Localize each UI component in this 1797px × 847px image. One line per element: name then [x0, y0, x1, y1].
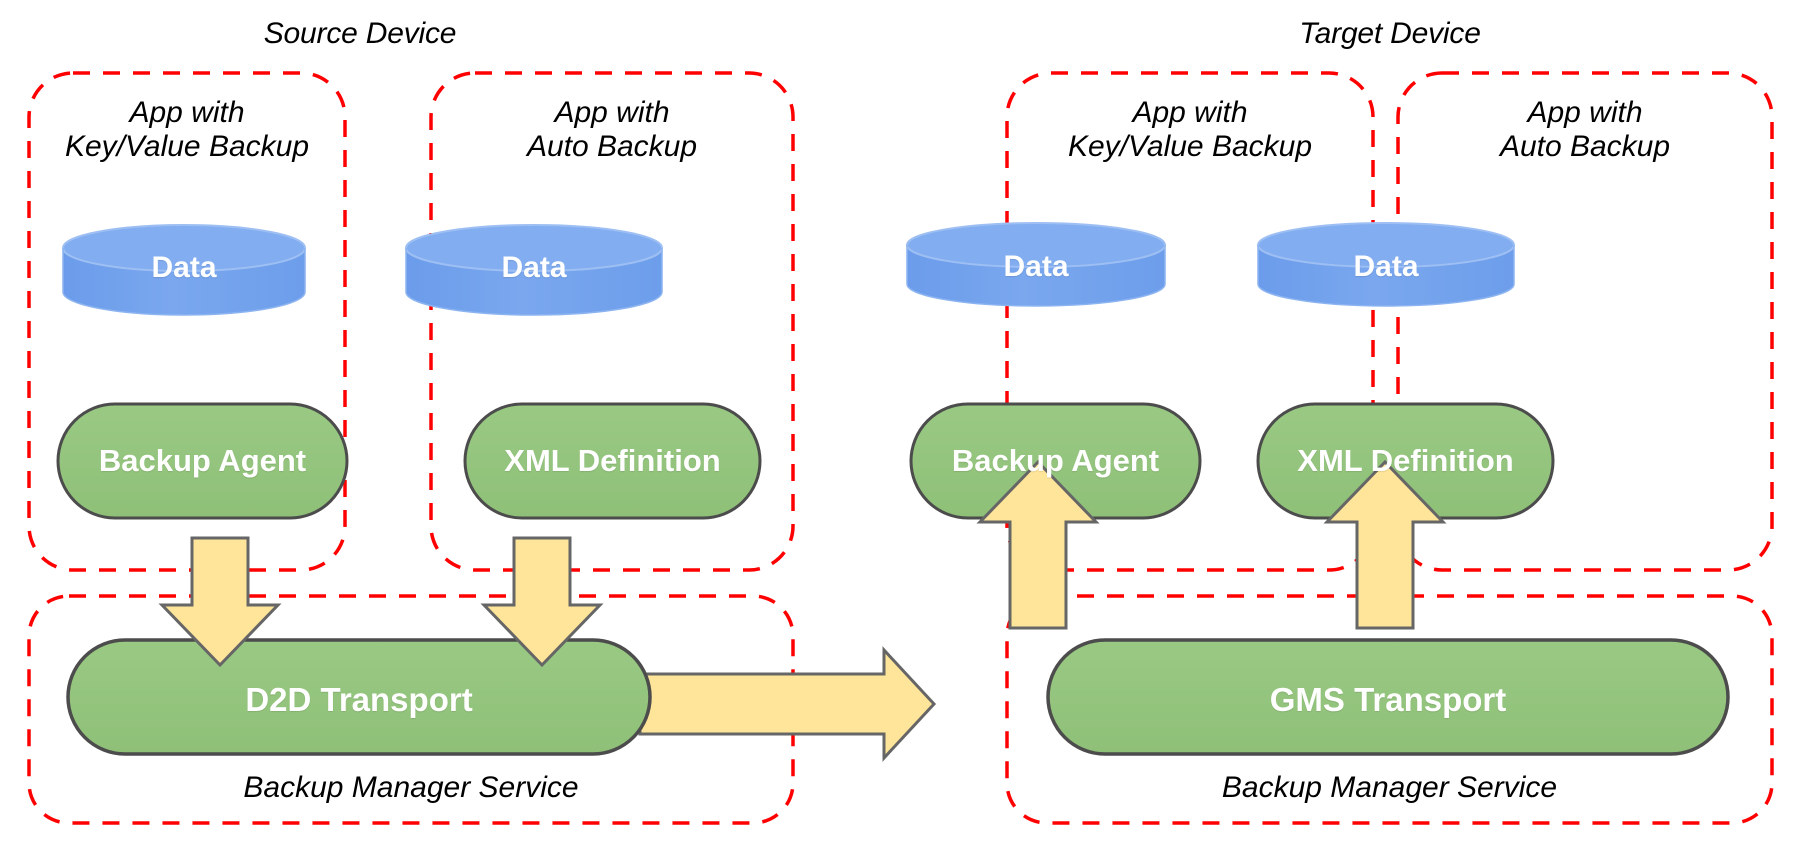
pill-source-xml-definition[interactable] — [463, 402, 762, 520]
panel-title-target-auto: App with Auto Backup — [1499, 96, 1671, 163]
pill-gms-transport[interactable] — [1046, 638, 1730, 756]
device-title-source: Source Device — [263, 17, 457, 50]
arrow-down-icon-source-kv — [158, 536, 282, 668]
panel-target-auto — [1396, 71, 1774, 572]
panel-target-kv — [1005, 71, 1375, 572]
data-cylinder-source-kv — [62, 224, 306, 316]
panel-source-kv — [27, 71, 347, 572]
data-cylinder-source-auto — [405, 224, 663, 316]
data-cylinder-target-auto — [1257, 222, 1515, 307]
service-label-source-backup-manager-service: Backup Manager Service — [243, 771, 579, 804]
panel-title-source-auto: App with Auto Backup — [526, 96, 698, 163]
pill-d2d-transport[interactable] — [66, 638, 652, 756]
panel-title-target-kv: App with Key/Value Backup — [1067, 96, 1313, 163]
arrow-down-icon-source-auto — [480, 536, 604, 668]
panel-source-auto — [429, 71, 795, 572]
service-label-target-backup-manager-service: Backup Manager Service — [1221, 771, 1558, 804]
panel-title-source-kv: App with Key/Value Backup — [64, 96, 310, 163]
device-title-target: Target Device — [1299, 17, 1481, 50]
arrow-up-icon-target-kv — [976, 459, 1100, 630]
arrow-right-icon-d2d-to-gms — [638, 646, 937, 762]
arrow-up-icon-target-auto — [1323, 459, 1447, 630]
data-cylinder-target-kv — [906, 222, 1166, 307]
pill-source-backup-agent[interactable] — [56, 402, 349, 520]
